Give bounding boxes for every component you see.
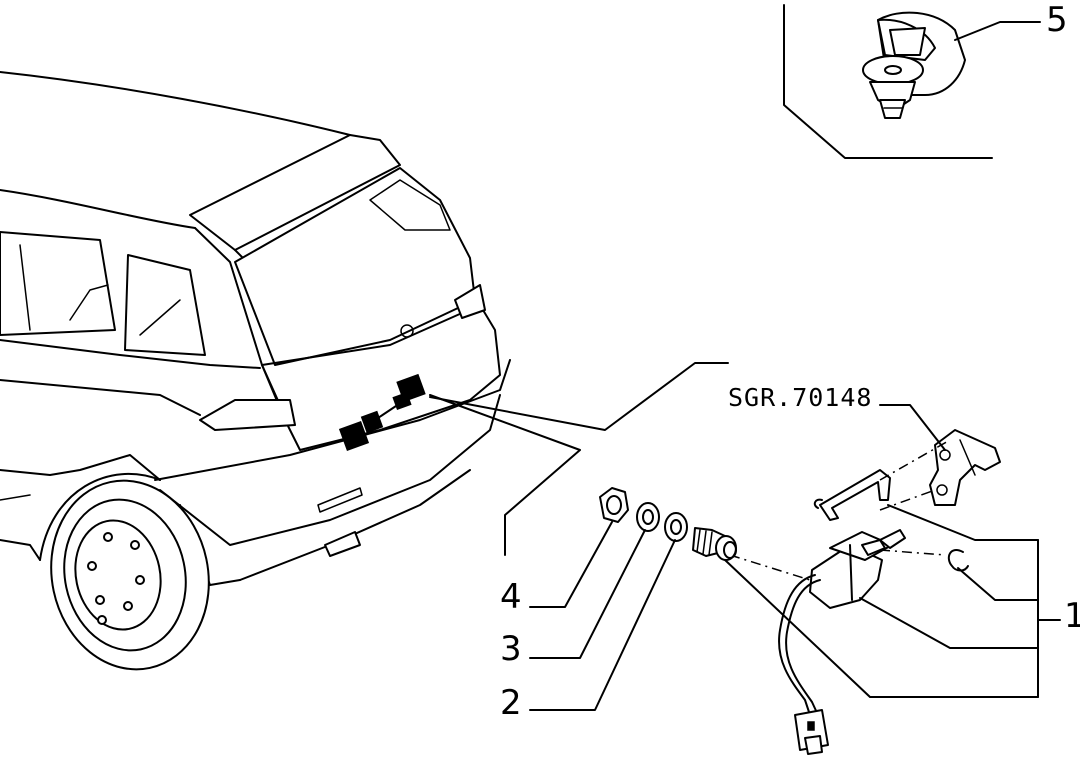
leader-ref-code <box>879 404 946 451</box>
detail-pointer <box>429 394 581 556</box>
callout-3: 3 <box>500 629 522 669</box>
inset-frame <box>783 4 993 159</box>
mounting-bracket <box>929 429 1001 506</box>
leader-2 <box>529 539 676 711</box>
snap-ring <box>947 549 969 572</box>
assembly-axis-4 <box>879 489 936 511</box>
reference-code: SGR.70148 <box>728 383 872 412</box>
car-illustration <box>0 71 511 671</box>
assembly-axis-1 <box>879 439 951 481</box>
threaded-bolt <box>692 527 737 561</box>
part-5-bumper-stop <box>862 11 966 119</box>
callout-1: 1 <box>1064 596 1080 636</box>
switch-location-marker <box>338 373 426 452</box>
callout-4: 4 <box>500 577 522 617</box>
wire-rod <box>813 469 891 521</box>
assembly-axis-2 <box>729 554 811 581</box>
leader-5 <box>954 21 1041 41</box>
part-4-nut <box>599 487 629 523</box>
callout-2: 2 <box>500 683 522 723</box>
leader-4 <box>529 521 613 608</box>
callout-5: 5 <box>1046 0 1068 40</box>
part-2-washer <box>664 512 688 542</box>
part-3-washer <box>636 502 660 532</box>
assembly-axis-3 <box>879 549 946 556</box>
leader-1 <box>724 504 1061 698</box>
tailgate-switch <box>778 529 906 755</box>
wheel-bolts <box>87 532 145 625</box>
leader-3 <box>529 529 646 659</box>
